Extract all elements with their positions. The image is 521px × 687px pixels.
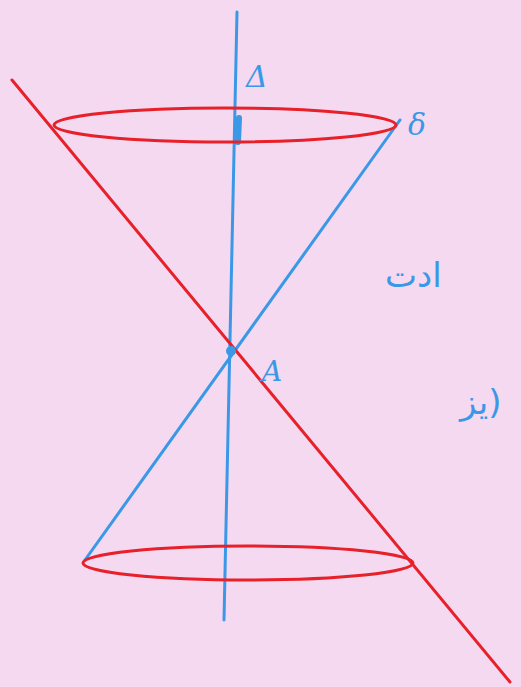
vertex-label: A bbox=[262, 358, 282, 386]
red-generatrix bbox=[12, 80, 510, 682]
note-fragment: (يز bbox=[460, 385, 502, 419]
bottom-circle bbox=[83, 546, 413, 580]
axis-line bbox=[224, 12, 237, 620]
note-fragment: ادت bbox=[385, 258, 442, 292]
axis-label: Δ bbox=[246, 62, 268, 92]
top-circle bbox=[54, 108, 396, 142]
axis-mark bbox=[238, 118, 239, 142]
line-label: δ bbox=[408, 110, 426, 140]
vertex-point bbox=[226, 346, 236, 356]
